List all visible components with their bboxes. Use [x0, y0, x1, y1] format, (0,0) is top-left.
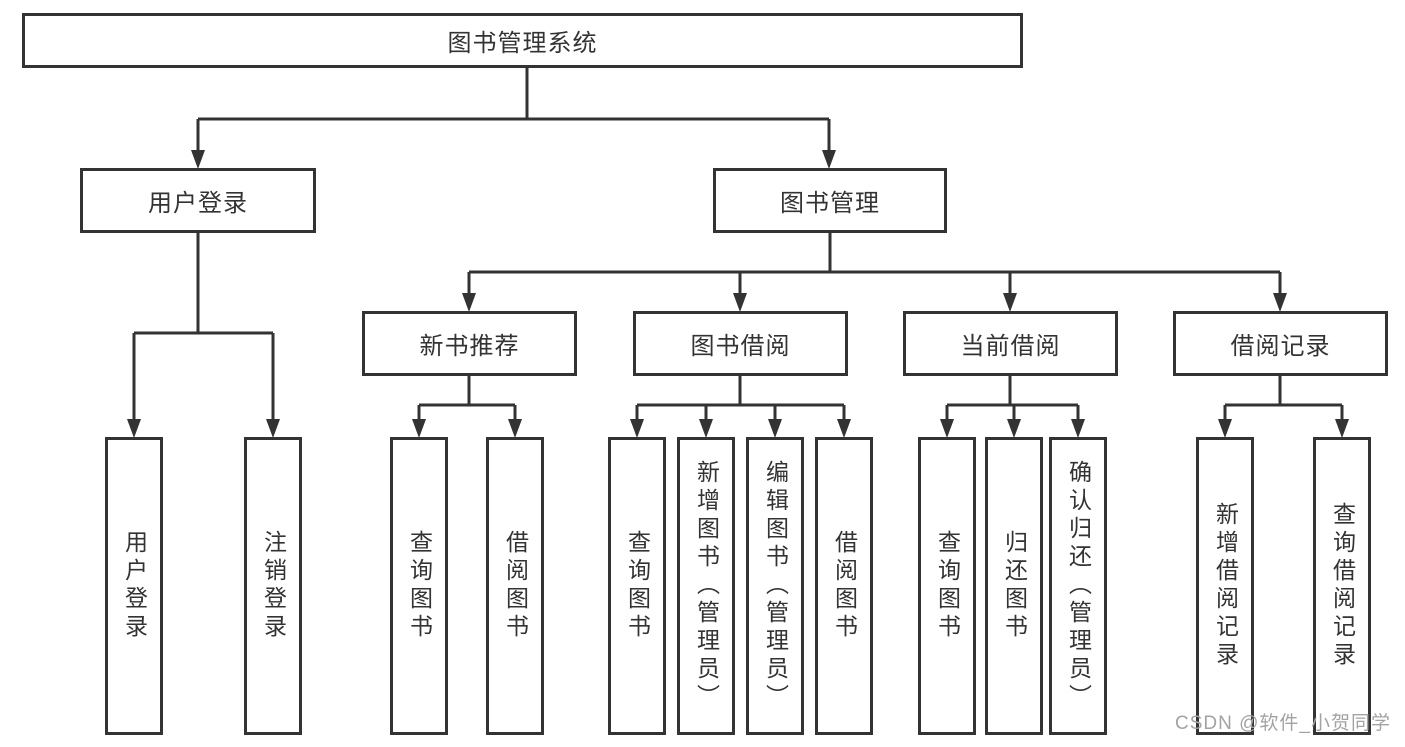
edge-borrow-records-children — [1223, 376, 1344, 421]
node-label: 借阅图书 — [502, 530, 529, 642]
node-label: 查询图书 — [624, 530, 651, 642]
node-label: 归还图书 — [1001, 530, 1028, 642]
arrowhead — [266, 419, 280, 438]
arrowhead — [699, 419, 713, 438]
arrowhead — [462, 293, 476, 312]
node-current-borrow: 当前借阅 — [903, 311, 1118, 376]
edge-current-borrow-children — [945, 376, 1080, 421]
node-book-management: 图书管理 — [713, 168, 947, 233]
arrowhead — [191, 150, 205, 169]
node-label: 图书管理 — [780, 190, 880, 217]
node-label: 当前借阅 — [960, 333, 1061, 360]
arrowhead — [1071, 419, 1085, 438]
node-label: 新增图书（管理员） — [693, 460, 720, 712]
leaf-return-book: 归还图书 — [985, 437, 1043, 735]
edge-user-login-children — [132, 233, 275, 421]
leaf-confirm-return-admin: 确认归还（管理员） — [1049, 437, 1107, 735]
node-label: 用户登录 — [121, 530, 148, 642]
edge-new-book-recommend-children — [417, 376, 517, 421]
arrowhead — [822, 150, 836, 169]
leaf-add-book-admin: 新增图书（管理员） — [677, 437, 735, 735]
leaf-query-books-recommend: 查询图书 — [390, 437, 448, 735]
node-label: 查询图书 — [934, 530, 961, 642]
node-label: 借阅图书 — [831, 530, 858, 642]
node-label: 查询图书 — [406, 530, 433, 642]
node-book-borrow: 图书借阅 — [633, 311, 848, 376]
leaf-edit-book-admin: 编辑图书（管理员） — [746, 437, 804, 735]
arrowhead — [768, 419, 782, 438]
arrowhead — [837, 419, 851, 438]
node-label: 确认归还（管理员） — [1065, 460, 1092, 712]
csdn-watermark: CSDN @软件_小贺同学 — [1175, 713, 1391, 734]
node-label: 图书管理系统 — [447, 30, 598, 57]
node-new-book-recommend: 新书推荐 — [362, 311, 577, 376]
leaf-query-books-current: 查询图书 — [918, 437, 976, 735]
node-label: 新增借阅记录 — [1212, 502, 1239, 670]
node-root: 图书管理系统 — [22, 13, 1023, 68]
arrowhead — [412, 419, 426, 438]
arrowhead — [1335, 419, 1349, 438]
edge-book-borrow-children — [635, 376, 846, 421]
leaf-borrow-books: 借阅图书 — [815, 437, 873, 735]
edge-book-management-children — [467, 233, 1282, 295]
node-label: 借阅记录 — [1230, 333, 1331, 360]
leaf-user-login: 用户登录 — [105, 437, 163, 735]
arrowhead — [127, 419, 141, 438]
arrowhead — [1218, 419, 1232, 438]
node-label: 查询借阅记录 — [1329, 502, 1356, 670]
leaf-logout: 注销登录 — [244, 437, 302, 735]
node-label: 注销登录 — [260, 530, 287, 642]
arrowhead — [1003, 293, 1017, 312]
leaf-query-books-borrow: 查询图书 — [608, 437, 666, 735]
arrowhead — [733, 293, 747, 312]
node-borrow-records: 借阅记录 — [1173, 311, 1388, 376]
node-user-login: 用户登录 — [80, 168, 316, 233]
arrowhead — [630, 419, 644, 438]
node-label: 用户登录 — [148, 190, 248, 217]
arrowhead — [1007, 419, 1021, 438]
leaf-borrow-books-recommend: 借阅图书 — [486, 437, 544, 735]
node-label: 图书借阅 — [690, 333, 791, 360]
node-label: 编辑图书（管理员） — [762, 460, 789, 712]
leaf-query-borrow-record: 查询借阅记录 — [1313, 437, 1371, 735]
node-label: 新书推荐 — [419, 333, 520, 360]
arrowhead — [1273, 293, 1287, 312]
arrowhead — [940, 419, 954, 438]
arrowhead — [508, 419, 522, 438]
leaf-add-borrow-record: 新增借阅记录 — [1196, 437, 1254, 735]
edge-root-to-level1 — [196, 68, 831, 152]
